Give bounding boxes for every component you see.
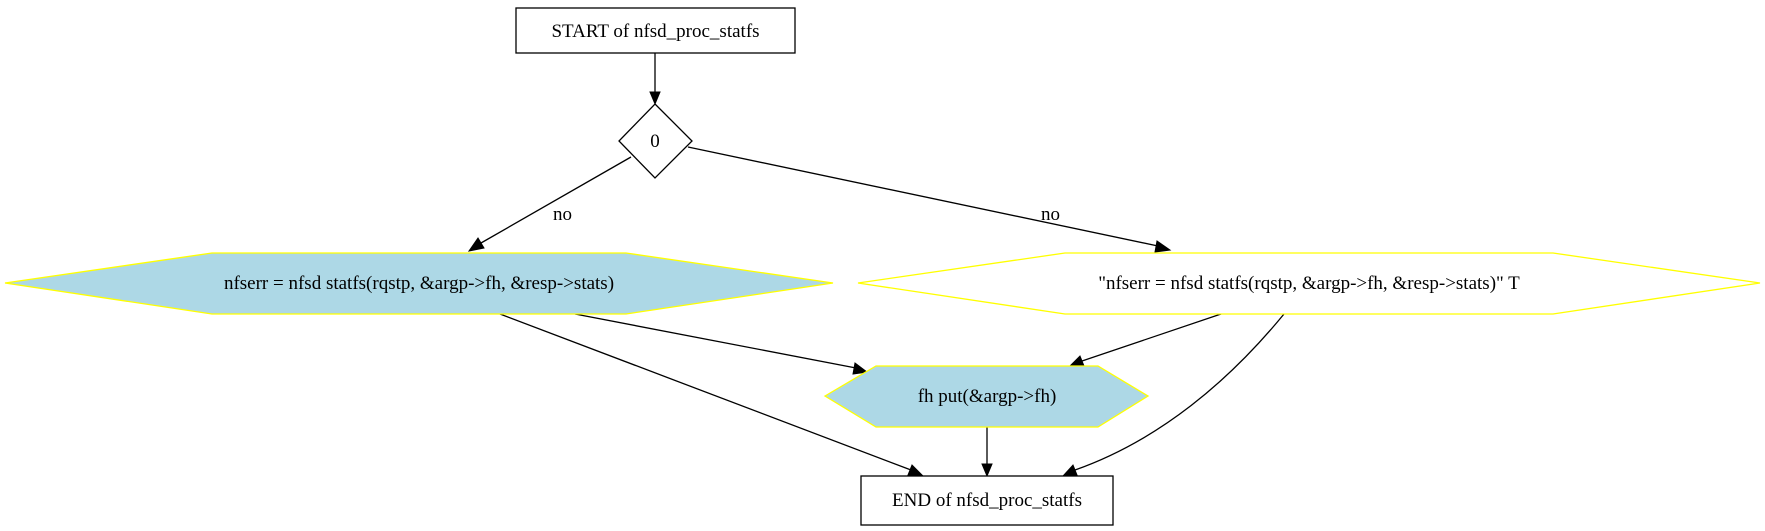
edge-label-cond-to-call-str: no	[1041, 204, 1060, 225]
edge-call-to-fhput	[574, 313, 857, 369]
node-condition-label: 0	[650, 131, 660, 152]
node-condition: 0	[618, 103, 693, 179]
arrowhead-call-to-fhput	[852, 362, 869, 375]
node-start-box	[515, 7, 796, 54]
edges: no no	[467, 53, 1285, 478]
arrowhead-start-to-cond	[649, 91, 661, 106]
node-nfsd-statfs-string-hexagon	[857, 252, 1761, 315]
node-condition-diamond	[618, 103, 693, 179]
edge-call-to-end	[499, 313, 912, 471]
arrowhead-call-str-to-end	[1061, 464, 1078, 477]
node-nfsd-statfs-call-hexagon	[4, 252, 834, 315]
arrowhead-fhput-to-end	[981, 463, 993, 478]
node-nfsd-statfs-call: nfserr = nfsd statfs(rqstp, &argp->fh, &…	[4, 252, 834, 315]
node-fh-put-hexagon	[823, 365, 1150, 428]
node-start: START of nfsd_proc_statfs	[515, 7, 796, 54]
node-fh-put-label: fh put(&argp->fh)	[918, 386, 1057, 407]
node-end: END of nfsd_proc_statfs	[860, 475, 1114, 526]
edge-cond-to-call-str	[687, 146, 1159, 247]
arrowhead-call-to-end	[907, 464, 925, 477]
edge-call-str-to-end	[1074, 313, 1285, 471]
edge-cond-to-call	[480, 156, 632, 244]
arrowhead-cond-to-call-str	[1154, 240, 1172, 253]
arrowhead-call-str-to-fhput	[1068, 355, 1085, 367]
arrowhead-cond-to-call	[467, 237, 485, 252]
edge-call-str-to-fhput	[1081, 313, 1222, 362]
node-nfsd-statfs-call-label: nfserr = nfsd statfs(rqstp, &argp->fh, &…	[224, 273, 614, 294]
node-start-label: START of nfsd_proc_statfs	[551, 21, 759, 42]
node-end-label: END of nfsd_proc_statfs	[892, 490, 1082, 511]
edge-label-cond-to-call: no	[553, 204, 572, 225]
node-fh-put: fh put(&argp->fh)	[823, 365, 1150, 428]
node-end-box	[860, 475, 1114, 526]
node-nfsd-statfs-string-label: "nfserr = nfsd statfs(rqstp, &argp->fh, …	[1098, 273, 1520, 294]
node-nfsd-statfs-string: "nfserr = nfsd statfs(rqstp, &argp->fh, …	[857, 252, 1761, 315]
